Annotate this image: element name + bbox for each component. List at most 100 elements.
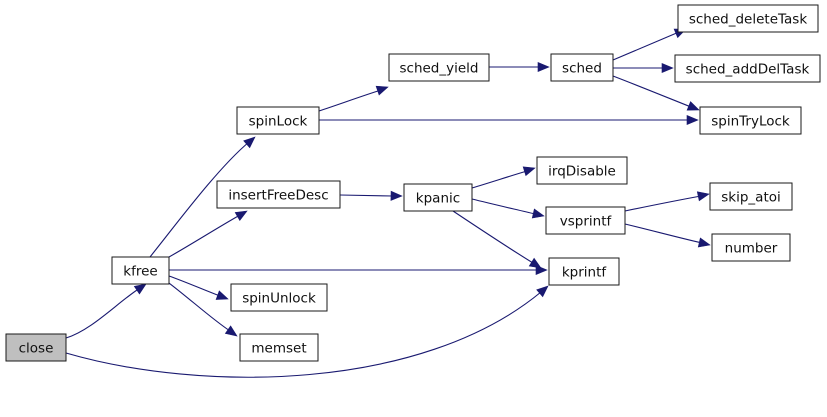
edge-line xyxy=(168,275,221,297)
arrowhead-icon xyxy=(234,210,248,222)
node-vsprintf[interactable]: vsprintf xyxy=(545,206,626,235)
edge-sched-to-spinTryLock xyxy=(612,75,700,111)
edge-kfree-to-spinLock xyxy=(149,136,256,258)
node-box[interactable] xyxy=(545,206,626,235)
edge-line xyxy=(149,141,250,258)
node-box[interactable] xyxy=(216,180,341,209)
node-insertFreeDesc[interactable]: insertFreeDesc xyxy=(216,180,341,209)
arrowhead-icon xyxy=(537,61,550,73)
arrowhead-icon xyxy=(375,85,389,96)
node-label: sched_addDelTask xyxy=(686,62,810,78)
node-spinUnlock[interactable]: spinUnlock xyxy=(230,283,328,312)
edge-sched_yield-to-sched xyxy=(489,61,550,73)
node-sched_addDelTask[interactable]: sched_addDelTask xyxy=(674,54,821,83)
node-box[interactable] xyxy=(239,333,319,362)
node-box[interactable] xyxy=(709,182,793,211)
edge-line xyxy=(65,287,141,339)
edge-kfree-to-insertFreeDesc xyxy=(168,210,248,258)
node-sched_yield[interactable]: sched_yield xyxy=(388,53,490,82)
node-box[interactable] xyxy=(548,257,620,286)
arrowhead-icon xyxy=(686,114,699,126)
edge-insertFreeDesc-to-kpanic xyxy=(339,190,403,201)
edge-line xyxy=(168,214,241,258)
arrowhead-icon xyxy=(686,101,700,111)
edge-kfree-to-spinUnlock xyxy=(168,275,229,300)
edge-spinLock-to-spinTryLock xyxy=(319,114,699,126)
edges-layer xyxy=(65,28,711,378)
node-skip_atoi[interactable]: skip_atoi xyxy=(709,182,793,211)
edge-kpanic-to-irqDisable xyxy=(471,166,536,189)
node-spinLock[interactable]: spinLock xyxy=(236,106,320,135)
edge-line xyxy=(318,89,382,112)
edge-line xyxy=(612,75,692,108)
node-label: irqDisable xyxy=(548,164,616,180)
node-label: spinLock xyxy=(249,114,308,130)
edge-line xyxy=(624,195,702,212)
node-label: sched_yield xyxy=(399,61,478,77)
node-label: memset xyxy=(251,341,306,357)
node-box[interactable] xyxy=(388,53,490,82)
node-label: insertFreeDesc xyxy=(228,188,328,204)
edge-line xyxy=(168,282,231,332)
edge-spinLock-to-sched_yield xyxy=(318,85,389,112)
node-label: spinUnlock xyxy=(242,291,316,307)
node-box[interactable] xyxy=(111,256,170,285)
node-label: sched xyxy=(562,61,602,77)
nodes-layer: close kfree spinLock insertFreeDesc spinUnlo… xyxy=(5,4,821,362)
edge-kpanic-to-vsprintf xyxy=(471,198,545,219)
arrowhead-icon xyxy=(531,208,545,219)
node-kfree[interactable]: kfree xyxy=(111,256,170,285)
node-label: kpanic xyxy=(416,191,460,207)
edge-line xyxy=(612,31,680,61)
edge-close-to-kfree xyxy=(65,283,147,339)
arrowhead-icon xyxy=(224,325,238,337)
node-kprintf[interactable]: kprintf xyxy=(548,257,620,286)
node-spinTryLock[interactable]: spinTryLock xyxy=(699,106,802,135)
node-box[interactable] xyxy=(677,4,819,33)
edge-kfree-to-memset xyxy=(168,282,238,337)
node-box[interactable] xyxy=(674,54,821,83)
arrowhead-icon xyxy=(697,237,711,248)
edge-line xyxy=(65,291,542,378)
node-box[interactable] xyxy=(230,283,328,312)
edge-kpanic-to-kprintf xyxy=(452,210,542,269)
arrowhead-icon xyxy=(522,166,536,177)
node-box[interactable] xyxy=(550,53,614,82)
node-box[interactable] xyxy=(711,233,791,262)
node-label: kprintf xyxy=(562,265,608,281)
node-irqDisable[interactable]: irqDisable xyxy=(536,156,628,185)
edge-line xyxy=(471,198,536,215)
node-label: spinTryLock xyxy=(711,114,790,130)
arrowhead-icon xyxy=(696,191,710,202)
node-number[interactable]: number xyxy=(711,233,791,262)
node-box[interactable] xyxy=(403,183,473,212)
node-box[interactable] xyxy=(236,106,320,135)
node-label: skip_atoi xyxy=(721,190,781,206)
node-sched[interactable]: sched xyxy=(550,53,614,82)
node-box[interactable] xyxy=(536,156,628,185)
edge-close-to-kprintf xyxy=(65,285,549,378)
node-box[interactable] xyxy=(5,333,67,362)
edge-sched-to-sched_addDelTask xyxy=(613,62,674,74)
node-box[interactable] xyxy=(699,106,802,135)
node-label: vsprintf xyxy=(560,214,613,230)
edge-line xyxy=(624,223,703,244)
edge-line xyxy=(339,194,394,197)
node-sched_deleteTask[interactable]: sched_deleteTask xyxy=(677,4,819,33)
arrowhead-icon xyxy=(215,290,229,300)
node-kpanic[interactable]: kpanic xyxy=(403,183,473,212)
edge-line xyxy=(452,210,534,264)
node-label: sched_deleteTask xyxy=(689,12,807,28)
node-close[interactable]: close xyxy=(5,333,67,362)
edge-line xyxy=(471,170,528,189)
arrowhead-icon xyxy=(390,190,403,201)
edge-vsprintf-to-skip_atoi xyxy=(624,191,710,212)
node-label: kfree xyxy=(123,264,157,280)
node-label: number xyxy=(725,241,778,257)
arrowhead-icon xyxy=(661,62,674,74)
edge-vsprintf-to-number xyxy=(624,223,711,248)
node-memset[interactable]: memset xyxy=(239,333,319,362)
node-label: close xyxy=(19,341,54,357)
